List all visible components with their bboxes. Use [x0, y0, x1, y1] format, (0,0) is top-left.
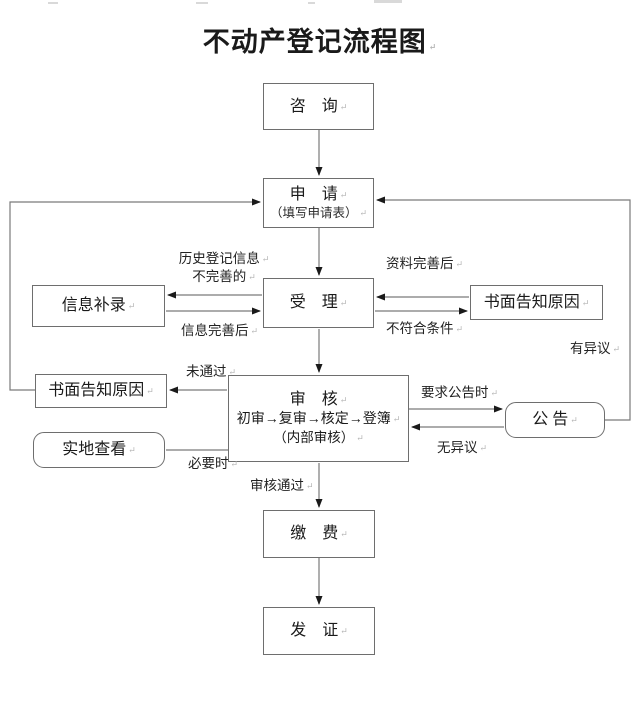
edge-label-after-material: 资料完善后 [386, 255, 463, 273]
edge-label-objection: 有异议 [570, 340, 620, 358]
node-pay-label: 缴 费 [290, 524, 348, 544]
node-notify-left-label: 书面告知原因 [48, 381, 154, 401]
node-notify-right: 书面告知原因 [470, 285, 603, 320]
edge-label-not-passed: 未通过 [186, 363, 236, 381]
edge-label-when-necessary: 必要时 [188, 455, 238, 473]
edge-label-not-qualified: 不符合条件 [386, 320, 463, 338]
scan-artifact [196, 2, 208, 4]
node-notify-left: 书面告知原因 [35, 374, 167, 408]
node-apply-sublabel: （填写申请表） [270, 205, 367, 221]
node-review: 审 核 初审→复审→核定→登簿 （内部审核） [228, 375, 409, 462]
node-apply: 申 请 （填写申请表） [263, 178, 374, 228]
edge-label-after-info: 信息完善后 [181, 322, 258, 340]
node-review-note: （内部审核） [273, 429, 364, 447]
node-review-label: 审 核 [290, 390, 348, 410]
scan-artifact [48, 2, 58, 4]
edge-notifyleft-apply [9, 198, 261, 391]
scan-artifact [374, 0, 402, 3]
edge-label-review-passed: 审核通过 [250, 477, 314, 495]
node-issue-label: 发 证 [290, 621, 348, 641]
node-consult: 咨 询 [263, 83, 374, 130]
node-site-visit-label: 实地查看 [62, 440, 136, 460]
node-notify-right-label: 书面告知原因 [484, 293, 590, 313]
node-review-steps: 初审→复审→核定→登簿 [237, 410, 401, 429]
edge-announce-apply [376, 196, 631, 421]
edge-label-announce-required: 要求公告时 [421, 384, 498, 402]
scan-artifact [308, 2, 315, 4]
edge-label-history-incomplete: 历史登记信息 不完善的 [168, 250, 280, 286]
node-accept: 受 理 [263, 278, 374, 328]
node-issue: 发 证 [263, 607, 375, 655]
page-title: 不动产登记流程图 [0, 20, 640, 59]
node-pay: 缴 费 [263, 510, 375, 558]
node-consult-label: 咨 询 [290, 97, 348, 117]
node-announce-label: 公 告 [532, 410, 578, 430]
node-site-visit: 实地查看 [33, 432, 165, 468]
node-info-supplement: 信息补录 [32, 285, 165, 327]
node-apply-label: 申 请 [290, 185, 348, 205]
node-info-supplement-label: 信息补录 [62, 296, 136, 316]
node-accept-label: 受 理 [290, 293, 348, 313]
edge-label-no-objection: 无异议 [437, 439, 487, 457]
node-announce: 公 告 [505, 402, 605, 438]
